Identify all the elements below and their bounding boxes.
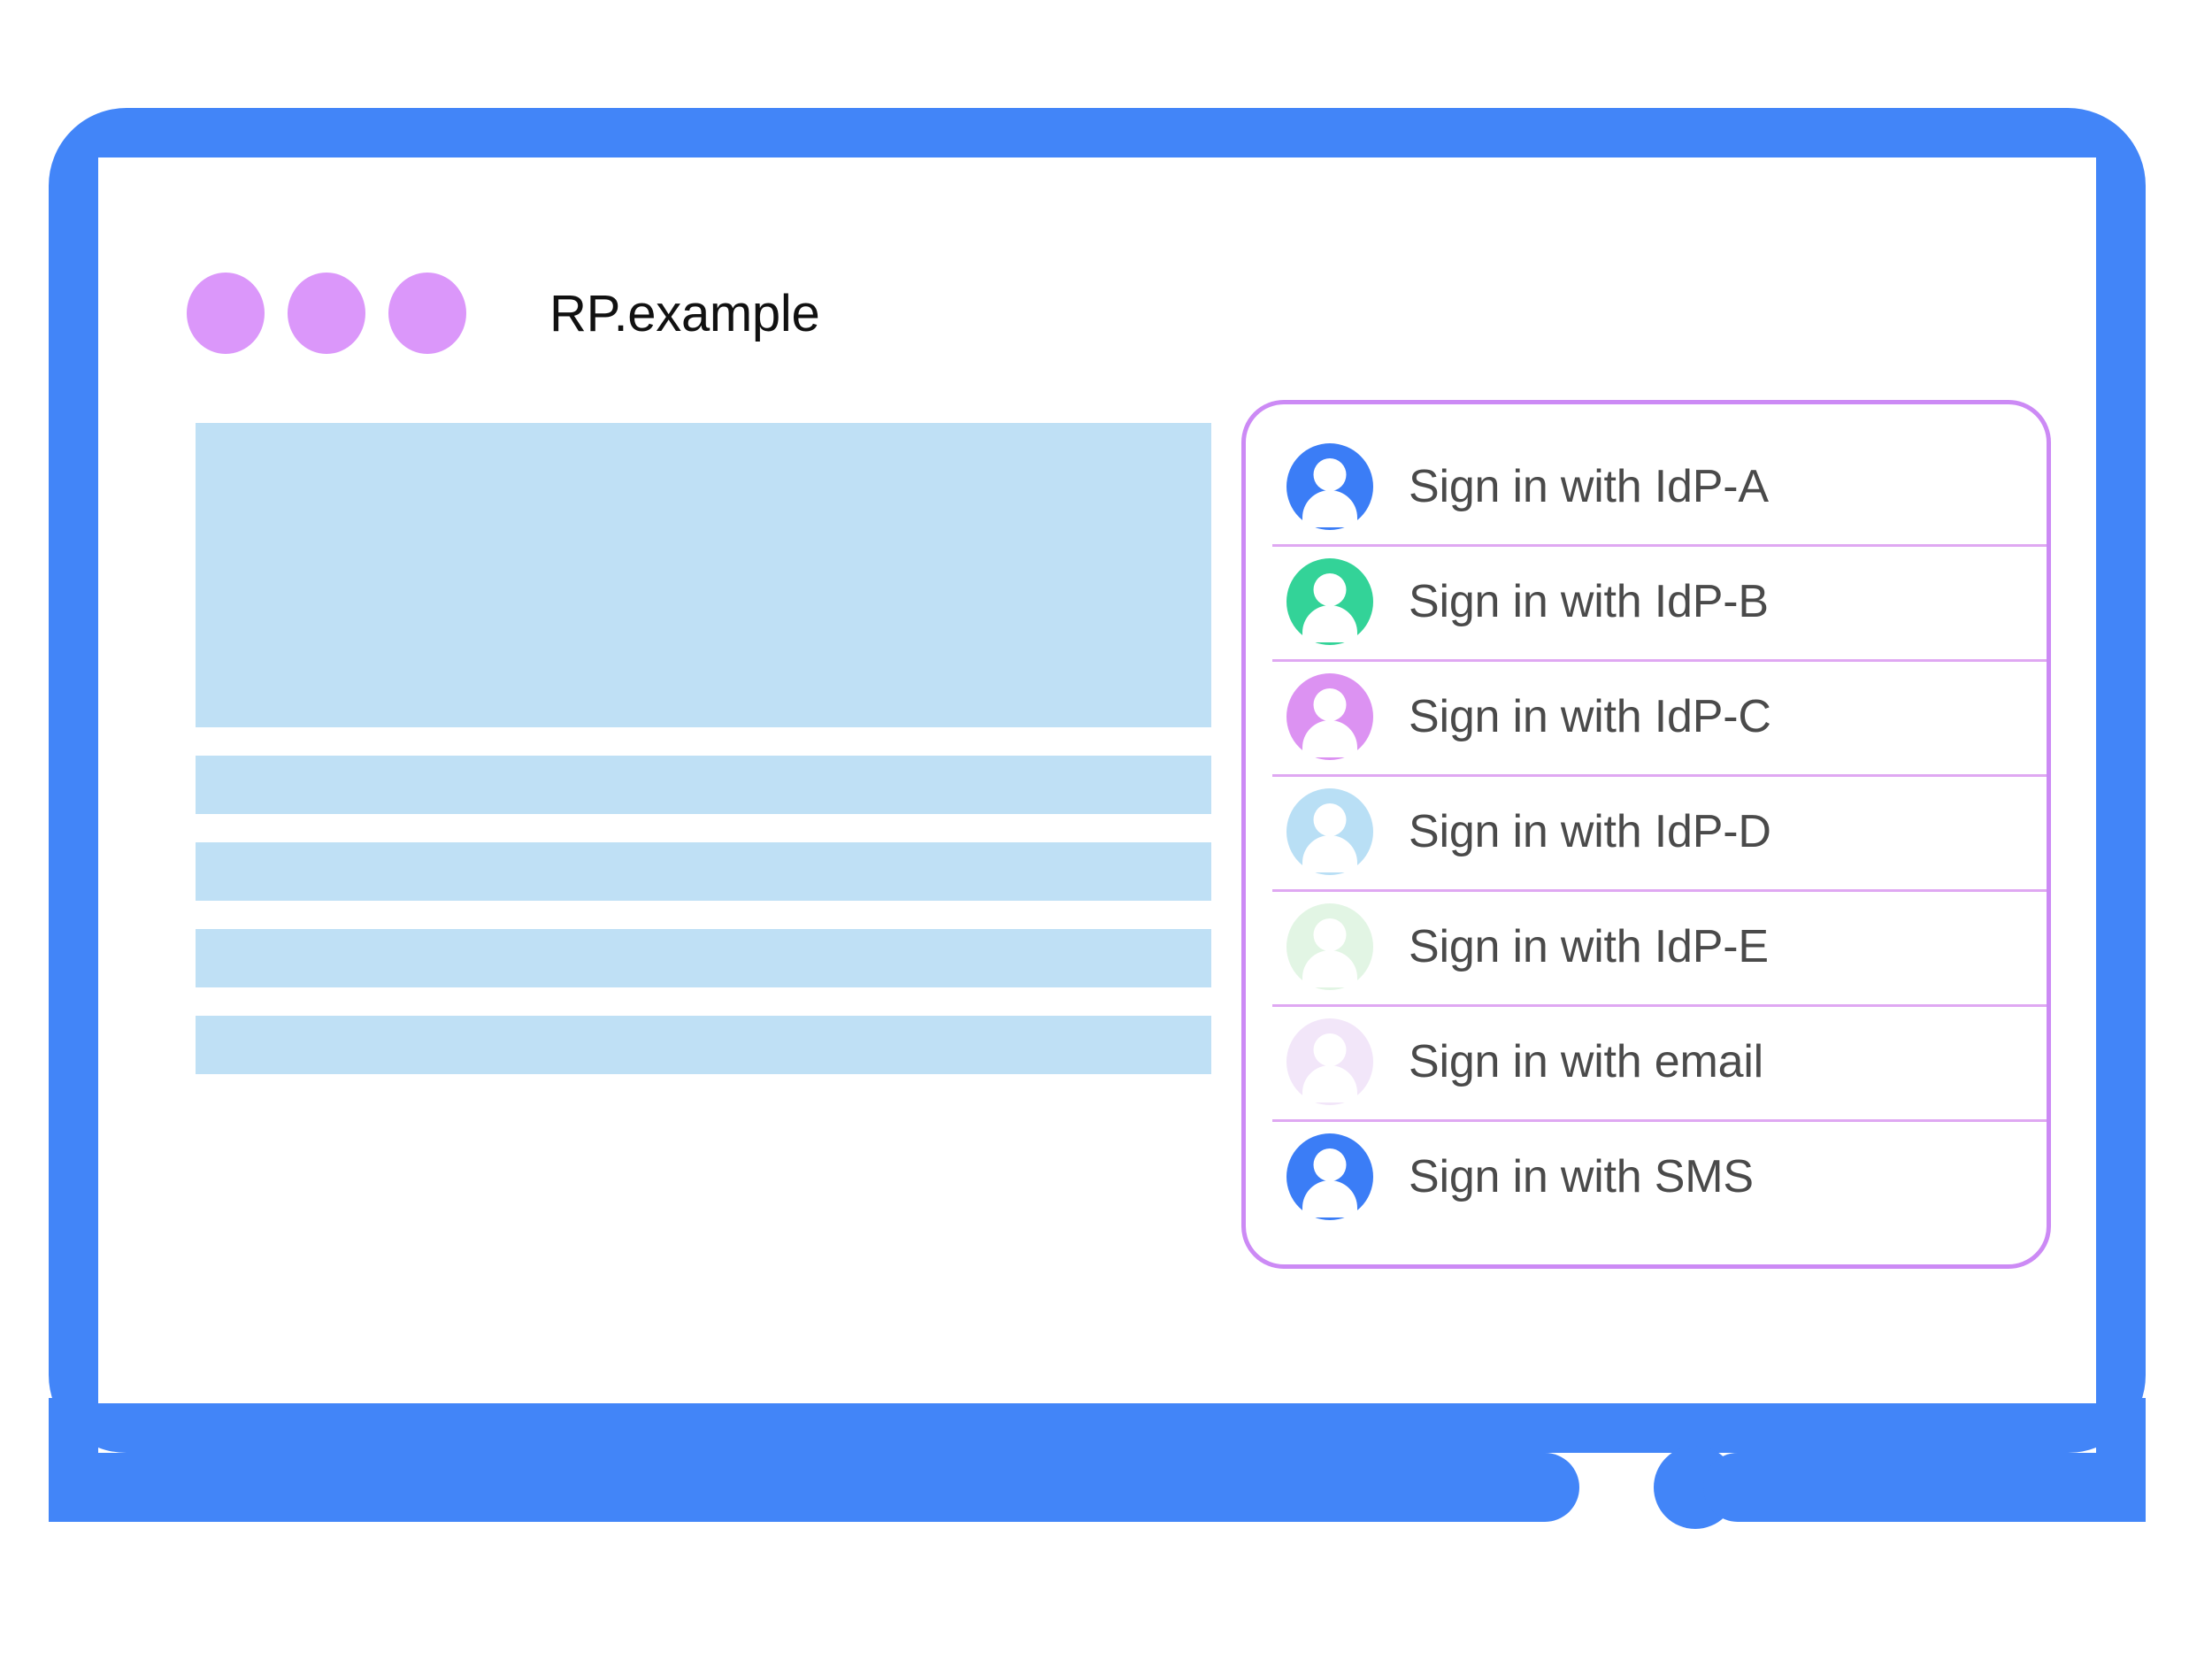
avatar-shoulders	[1302, 490, 1357, 527]
hero-block	[196, 423, 1211, 727]
device-bottom-bezel	[49, 1446, 2146, 1557]
person-avatar-icon	[1286, 1018, 1373, 1105]
person-avatar-icon	[1286, 903, 1373, 990]
person-avatar-icon	[1286, 673, 1373, 760]
avatar-head	[1313, 688, 1347, 721]
account-chooser-panel: Sign in with IdP-A Sign in with IdP-B Sign…	[1241, 400, 2051, 1269]
signin-option-label: Sign in with IdP-B	[1409, 576, 1769, 627]
signin-option-row[interactable]: Sign in with SMS	[1246, 1119, 2047, 1234]
signin-option-label: Sign in with email	[1409, 1036, 1764, 1087]
text-block-2	[196, 842, 1211, 901]
signin-option-row[interactable]: Sign in with IdP-C	[1246, 659, 2047, 774]
avatar-shoulders	[1302, 835, 1357, 872]
signin-option-label: Sign in with SMS	[1409, 1151, 1754, 1202]
signin-option-row[interactable]: Sign in with IdP-A	[1246, 429, 2047, 544]
signin-option-label: Sign in with IdP-D	[1409, 806, 1771, 857]
signin-option-row[interactable]: Sign in with IdP-B	[1246, 544, 2047, 659]
avatar-shoulders	[1302, 605, 1357, 642]
browser-title-bar: RP.example	[187, 273, 820, 354]
avatar-head	[1313, 1148, 1347, 1181]
signin-option-row[interactable]: Sign in with IdP-E	[1246, 889, 2047, 1004]
person-avatar-icon	[1286, 1133, 1373, 1220]
avatar-head	[1313, 1033, 1347, 1066]
title-dot-1	[187, 273, 265, 354]
text-block-1	[196, 756, 1211, 814]
bezel-bar-right	[1703, 1453, 2146, 1522]
text-block-4	[196, 1016, 1211, 1074]
avatar-shoulders	[1302, 1065, 1357, 1102]
title-dot-2	[288, 273, 365, 354]
avatar-head	[1313, 918, 1347, 951]
content-placeholder-group	[196, 423, 1211, 1074]
bezel-bar-left	[49, 1453, 1579, 1522]
signin-option-label: Sign in with IdP-C	[1409, 691, 1771, 742]
avatar-shoulders	[1302, 950, 1357, 987]
avatar-head	[1313, 458, 1347, 491]
signin-option-row[interactable]: Sign in with email	[1246, 1004, 2047, 1119]
person-avatar-icon	[1286, 788, 1373, 875]
avatar-shoulders	[1302, 720, 1357, 757]
avatar-head	[1313, 803, 1347, 836]
avatar-head	[1313, 573, 1347, 606]
title-dot-3	[388, 273, 466, 354]
signin-option-label: Sign in with IdP-E	[1409, 921, 1769, 972]
person-avatar-icon	[1286, 443, 1373, 530]
signin-option-label: Sign in with IdP-A	[1409, 461, 1769, 512]
page-title: RP.example	[549, 284, 820, 342]
text-block-3	[196, 929, 1211, 987]
avatar-shoulders	[1302, 1180, 1357, 1217]
person-avatar-icon	[1286, 558, 1373, 645]
signin-option-row[interactable]: Sign in with IdP-D	[1246, 774, 2047, 889]
